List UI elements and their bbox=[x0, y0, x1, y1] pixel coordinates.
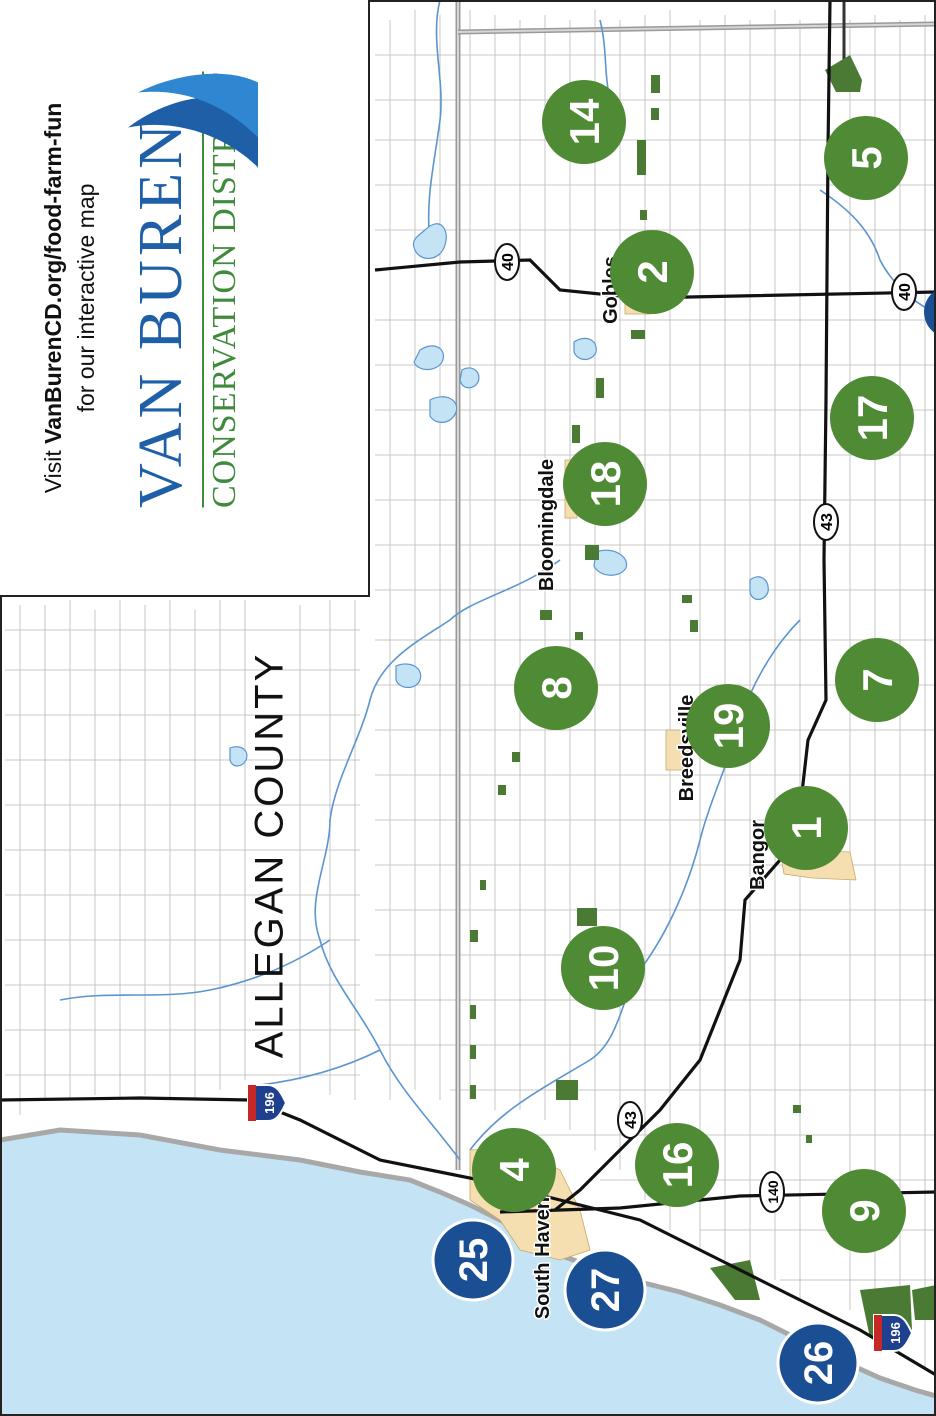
visit-url[interactable]: VanBurenCD.org/food-farm-fun bbox=[40, 102, 66, 444]
svg-text:140: 140 bbox=[765, 1180, 781, 1204]
svg-text:43: 43 bbox=[623, 1111, 640, 1129]
county-label: ALLEGAN COUNTY bbox=[247, 651, 292, 1059]
route-140-shield: 140 bbox=[759, 1171, 785, 1213]
svg-text:26: 26 bbox=[797, 1341, 841, 1386]
svg-text:1: 1 bbox=[783, 816, 830, 839]
route-40-shield-top: 40 bbox=[494, 243, 520, 281]
farm-marker-19[interactable]: 19 bbox=[686, 684, 770, 768]
svg-text:10: 10 bbox=[580, 945, 627, 992]
svg-text:196: 196 bbox=[262, 1092, 277, 1114]
interstate-196-shield-top: 196 bbox=[247, 1084, 288, 1122]
blue-markers: 25 27 26 bbox=[431, 286, 936, 1405]
svg-text:7: 7 bbox=[854, 668, 901, 691]
svg-text:18: 18 bbox=[582, 461, 629, 508]
blue-marker-25[interactable]: 25 bbox=[431, 1218, 515, 1302]
farm-marker-10[interactable]: 10 bbox=[561, 926, 645, 1010]
farm-marker-8[interactable]: 8 bbox=[514, 646, 598, 730]
van-buren-logo: VAN BUREN CONSERVATION DISTRICT bbox=[118, 71, 278, 508]
road-grid bbox=[5, 10, 936, 1370]
visit-line: Visit VanBurenCD.org/food-farm-fun bbox=[40, 103, 67, 494]
farm-marker-4[interactable]: 4 bbox=[472, 1128, 556, 1212]
town-label-south-haven: South Haven bbox=[532, 1197, 554, 1319]
visit-prefix: Visit bbox=[40, 443, 66, 494]
svg-text:5: 5 bbox=[843, 146, 890, 169]
svg-text:19: 19 bbox=[705, 703, 752, 750]
svg-text:2: 2 bbox=[629, 260, 676, 283]
svg-text:40: 40 bbox=[500, 253, 517, 271]
blue-marker-partial-right[interactable] bbox=[924, 286, 936, 338]
svg-text:4: 4 bbox=[491, 1158, 538, 1182]
town-label-bloomingdale: Bloomingdale bbox=[536, 459, 558, 591]
inland-lakes bbox=[229, 223, 769, 767]
farm-marker-5[interactable]: 5 bbox=[824, 116, 908, 200]
blue-marker-27[interactable]: 27 bbox=[563, 1248, 647, 1332]
farm-marker-9[interactable]: 9 bbox=[822, 1169, 906, 1253]
route-43-shield-bottom: 43 bbox=[617, 1101, 643, 1139]
farm-marker-2[interactable]: 2 bbox=[610, 230, 694, 314]
farm-marker-16[interactable]: 16 bbox=[635, 1123, 719, 1207]
route-43-shield-top: 43 bbox=[813, 503, 839, 541]
svg-text:40: 40 bbox=[897, 283, 914, 301]
svg-text:14: 14 bbox=[561, 98, 608, 145]
farm-marker-17[interactable]: 17 bbox=[830, 376, 914, 460]
town-labels: Gobles Bloomingdale Breedsville Bangor S… bbox=[531, 255, 771, 1321]
svg-text:16: 16 bbox=[654, 1142, 701, 1189]
county-boundary bbox=[455, 0, 936, 1170]
blue-marker-26[interactable]: 26 bbox=[776, 1321, 860, 1405]
highway-shields: 40 40 43 43 140 196 196 bbox=[247, 243, 917, 1352]
svg-text:43: 43 bbox=[819, 513, 836, 531]
farm-marker-1[interactable]: 1 bbox=[764, 786, 848, 870]
svg-text:9: 9 bbox=[841, 1199, 888, 1222]
info-box-content: Visit VanBurenCD.org/food-farm-fun for o… bbox=[0, 0, 370, 597]
svg-text:196: 196 bbox=[888, 1322, 903, 1344]
farm-marker-18[interactable]: 18 bbox=[563, 442, 647, 526]
svg-text:27: 27 bbox=[584, 1268, 628, 1313]
interstate-196-shield-bottom: 196 bbox=[873, 1314, 914, 1352]
farm-marker-14[interactable]: 14 bbox=[542, 80, 626, 164]
visit-subtext: for our interactive map bbox=[73, 183, 99, 413]
farm-markers: 14 5 2 17 18 8 7 19 1 10 4 bbox=[472, 80, 919, 1253]
farm-marker-7[interactable]: 7 bbox=[835, 638, 919, 722]
info-box: Visit VanBurenCD.org/food-farm-fun for o… bbox=[0, 0, 370, 597]
svg-text:17: 17 bbox=[849, 395, 896, 442]
svg-text:25: 25 bbox=[452, 1238, 496, 1283]
route-40-shield-right: 40 bbox=[891, 273, 917, 311]
svg-text:8: 8 bbox=[533, 676, 580, 699]
logo-name: VAN BUREN bbox=[127, 120, 195, 508]
logo-swoosh-icon bbox=[128, 74, 258, 168]
